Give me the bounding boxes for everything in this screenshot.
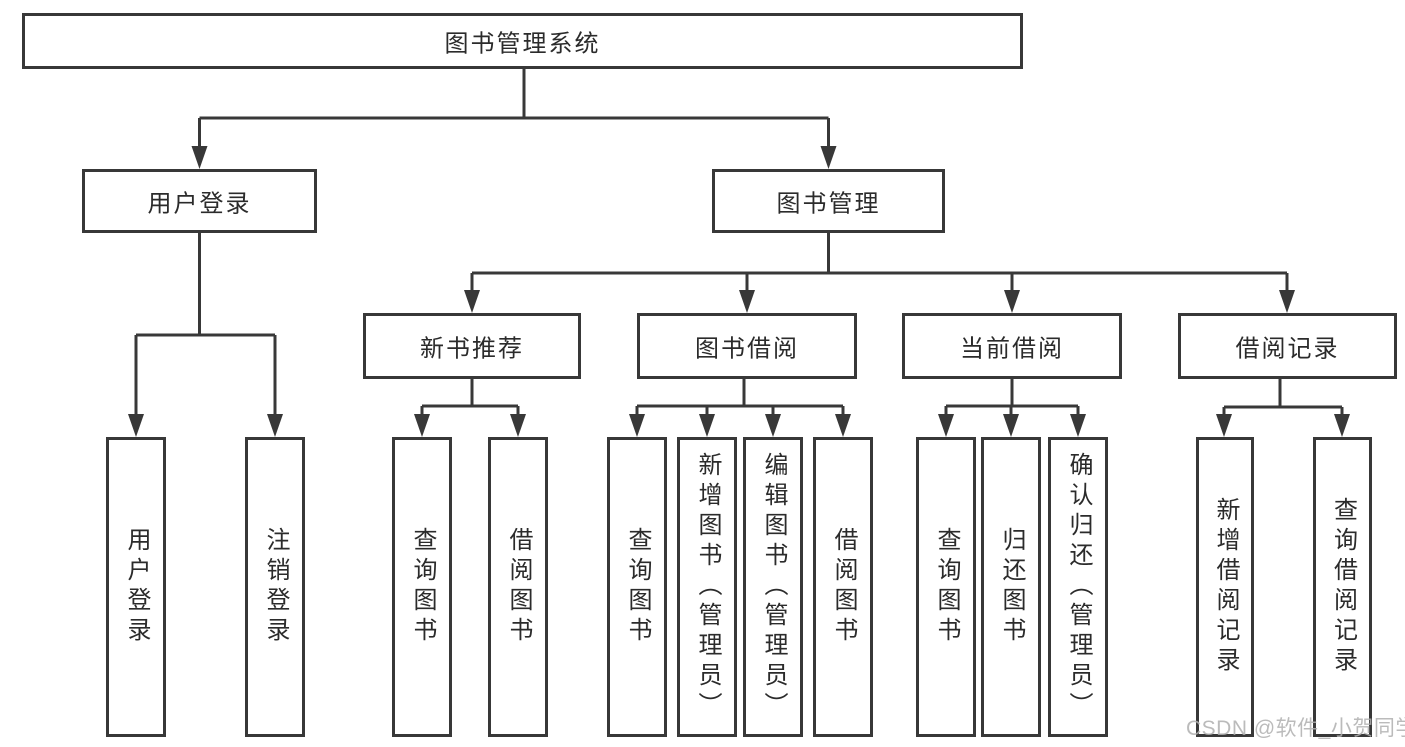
leaf-label: 用户登录 — [123, 527, 150, 647]
leaf-user-login: 用户登录 — [106, 437, 166, 737]
node-new-book-recommendation: 新书推荐 — [363, 313, 581, 379]
node-library-system: 图书管理系统 — [22, 13, 1023, 69]
leaf-logout: 注销登录 — [245, 437, 305, 737]
leaf-query-borrow-record: 查询借阅记录 — [1313, 437, 1372, 737]
node-label: 新书推荐 — [420, 335, 524, 363]
leaf-label: 归还图书 — [998, 527, 1025, 647]
leaf-query-books-recommend: 查询图书 — [392, 437, 452, 737]
leaf-query-books-current: 查询图书 — [916, 437, 976, 737]
leaf-label: 借阅图书 — [830, 527, 857, 647]
node-label: 用户登录 — [147, 190, 252, 218]
arrowheads — [128, 146, 1350, 437]
leaf-label: 注销登录 — [262, 527, 289, 647]
leaf-borrow-books: 借阅图书 — [813, 437, 873, 737]
leaf-label: 查询图书 — [409, 527, 436, 647]
leaf-add-books-admin: 新增图书（管理员） — [677, 437, 737, 737]
leaf-add-borrow-record: 新增借阅记录 — [1196, 437, 1254, 737]
node-label: 图书借阅 — [695, 335, 799, 363]
node-label: 借阅记录 — [1235, 335, 1340, 363]
node-user-login: 用户登录 — [82, 169, 317, 233]
leaf-label: 查询图书 — [933, 527, 960, 647]
node-current-borrowing: 当前借阅 — [902, 313, 1122, 379]
leaf-confirm-return-admin: 确认归还（管理员） — [1048, 437, 1108, 737]
leaf-label: 查询图书 — [624, 527, 651, 647]
leaf-edit-books-admin: 编辑图书（管理员） — [743, 437, 803, 737]
node-label: 当前借阅 — [960, 335, 1064, 363]
leaf-label: 查询借阅记录 — [1329, 497, 1357, 677]
node-book-management: 图书管理 — [712, 169, 945, 233]
leaf-query-books-borrow: 查询图书 — [607, 437, 667, 737]
leaf-borrow-books-recommend: 借阅图书 — [488, 437, 548, 737]
leaf-return-books: 归还图书 — [981, 437, 1041, 737]
node-book-borrowing: 图书借阅 — [637, 313, 857, 379]
node-label: 图书管理系统 — [444, 30, 601, 58]
leaf-label: 确认归还（管理员） — [1065, 452, 1092, 722]
node-borrowing-records: 借阅记录 — [1178, 313, 1397, 379]
leaf-label: 借阅图书 — [505, 527, 532, 647]
leaf-label: 新增图书（管理员） — [694, 452, 721, 722]
leaf-label: 新增借阅记录 — [1212, 497, 1239, 677]
csdn-watermark: CSDN @软件_小贺同学 — [1186, 717, 1405, 740]
leaf-label: 编辑图书（管理员） — [760, 452, 787, 722]
node-label: 图书管理 — [776, 190, 881, 218]
